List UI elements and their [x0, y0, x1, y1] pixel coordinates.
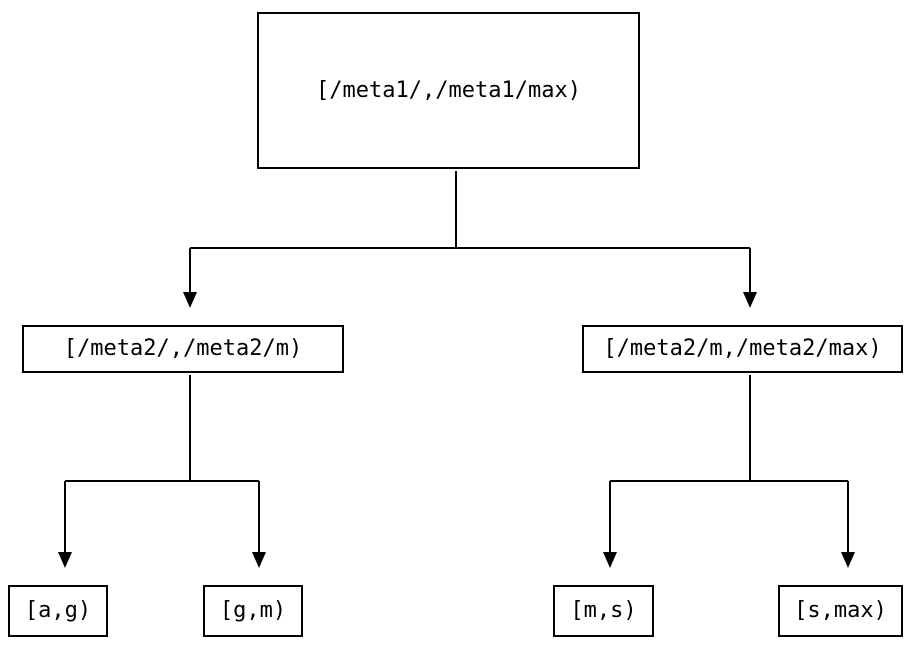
edge-left-child-to-leaves — [58, 375, 266, 568]
edge-right-child-to-leaves — [603, 375, 855, 568]
tree-node-leaf-smax: [s,max) — [778, 585, 903, 637]
connector-line — [609, 375, 849, 553]
tree-node-left-child: [/meta2/,/meta2/m) — [22, 325, 344, 373]
tree-node-leaf-ms: [m,s) — [553, 585, 654, 637]
arrowhead-down-icon — [252, 552, 266, 568]
tree-node-leaf-gm: [g,m) — [203, 585, 303, 637]
arrowhead-down-icon — [603, 552, 617, 568]
arrowhead-down-icon — [743, 292, 757, 308]
connector-line — [189, 171, 751, 293]
tree-node-root: [/meta1/,/meta1/max) — [257, 12, 640, 169]
tree-node-leaf-ag: [a,g) — [8, 585, 108, 637]
arrowhead-down-icon — [58, 552, 72, 568]
edge-root-to-children — [183, 171, 757, 308]
arrowhead-down-icon — [841, 552, 855, 568]
arrowhead-down-icon — [183, 292, 197, 308]
tree-node-right-child: [/meta2/m,/meta2/max) — [582, 325, 903, 373]
connector-line — [64, 375, 260, 553]
